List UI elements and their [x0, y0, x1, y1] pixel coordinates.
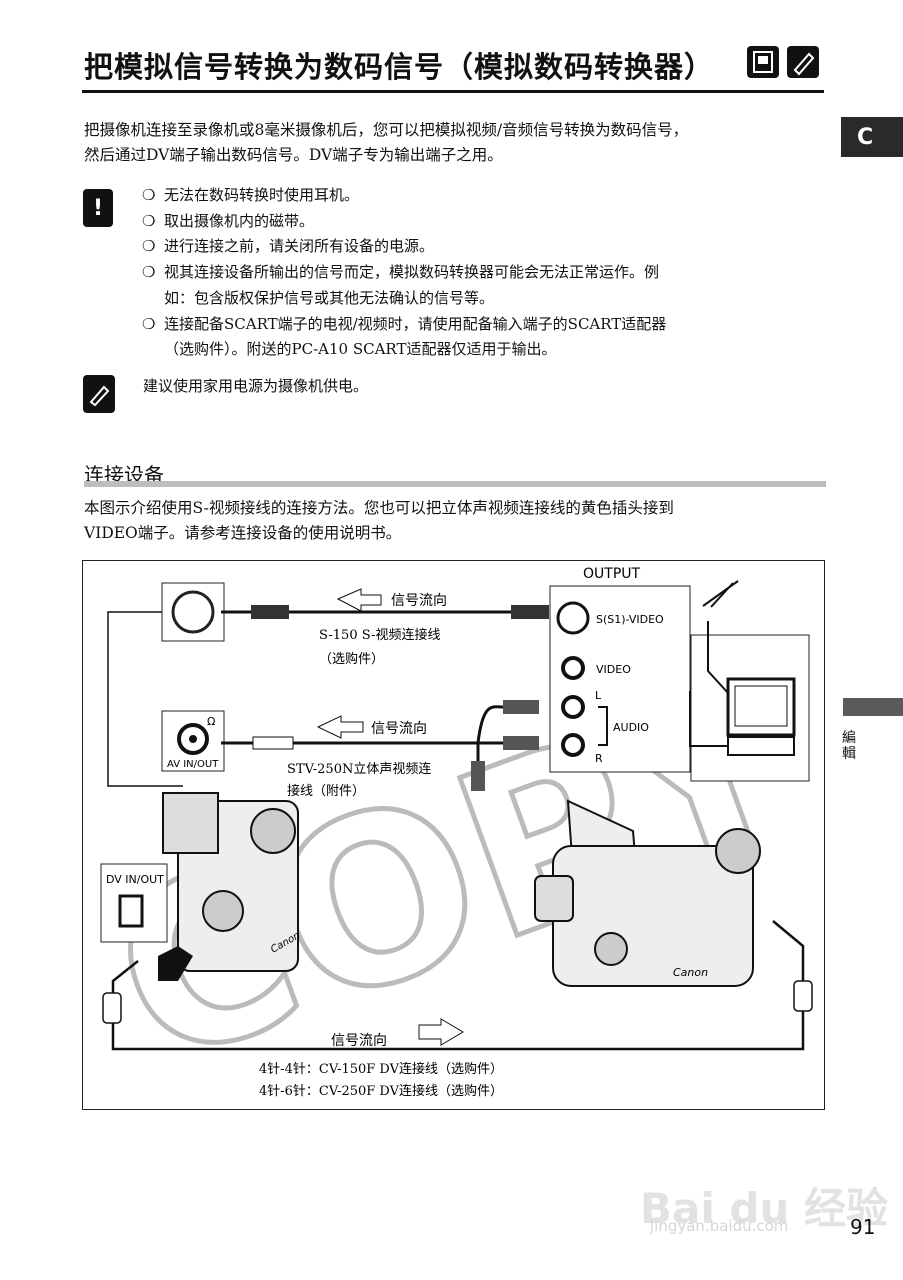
pointer-arrow — [158, 946, 193, 981]
flow-label-1: 信号流向 — [391, 593, 447, 609]
video-port-label: VIDEO — [596, 663, 631, 676]
list-item: （选购件）。附送的PC-A10 SCART适配器仅适用于输出。 — [164, 340, 557, 359]
av-in-out-label: AV IN/OUT — [167, 759, 219, 770]
side-tab-bar — [843, 698, 903, 716]
headphone-icon: Ω — [207, 715, 215, 728]
title-rule — [82, 90, 824, 93]
dv-in-out-label: DV IN/OUT — [106, 873, 164, 886]
connection-diagram: COPY Ω AV IN/OUT OUTPUT S(S1)-VIDEO VIDE… — [82, 560, 825, 1110]
card-icon — [787, 46, 819, 78]
caution-icon: ! — [83, 189, 113, 227]
tape-icon — [747, 46, 779, 78]
baidu-watermark-url: jingyan.baidu.com — [650, 1217, 789, 1235]
audio-label: AUDIO — [613, 721, 649, 734]
audio-r-label: R — [595, 752, 603, 765]
pencil-note-icon — [83, 375, 115, 413]
caution-list: ❍无法在数码转换时使用耳机。 ❍取出摄像机内的磁带。 ❍进行连接之前，请关闭所有… — [142, 183, 666, 363]
audio-l-label: L — [595, 689, 602, 702]
flow-arrow-right — [418, 1018, 464, 1046]
cable-stv-label: STV-250N立体声视频连 — [287, 761, 431, 777]
cable-stv-sub: 接线（附件） — [287, 783, 365, 799]
cable-s150-sub: （选购件） — [319, 651, 384, 667]
list-item: ❍连接配备SCART端子的电视/视频时，请使用配备输入端子的SCART适配器 — [142, 314, 667, 333]
s-video-plug-left — [251, 605, 289, 619]
camcorder-left: Canon — [162, 792, 302, 972]
flow-label-3: 信号流向 — [331, 1033, 387, 1049]
camcorder-right: Canon — [534, 799, 761, 987]
section-line: 本图示介绍使用S-视频接线的连接方法。您也可以把立体声视频连接线的黄色插头接到 — [84, 499, 674, 517]
section-rule — [84, 481, 826, 487]
list-item: ❍取出摄像机内的磁带。 — [142, 211, 315, 230]
dv-cable — [111, 920, 805, 1051]
s-video-input-jack — [171, 590, 215, 634]
s-video-plug-right — [511, 605, 549, 619]
intro-line: 然后通过DV端子输出数码信号。DV端子专为输出端子之用。 — [84, 146, 503, 164]
av-plug — [252, 736, 294, 750]
flow-arrow-left-2 — [316, 715, 364, 739]
s-video-port-label: S(S1)-VIDEO — [596, 613, 664, 626]
side-tab-label: 編輯 — [842, 730, 856, 762]
antenna-icon — [702, 580, 739, 694]
chapter-tab: C — [841, 117, 903, 157]
dv-port-icon — [118, 894, 144, 928]
baidu-watermark: Bai du 经验 — [640, 1184, 888, 1233]
intro-text: 把摄像机连接至录像机或8毫米摄像机后，您可以把模拟视频/音频信号转换为数码信号，… — [84, 118, 688, 168]
dv-cable-label-2: 4针-6针：CV-250F DV连接线（选购件） — [259, 1083, 503, 1099]
list-item: ❍进行连接之前，请关闭所有设备的电源。 — [142, 237, 435, 256]
brand-right: Canon — [673, 966, 708, 979]
list-item: 如：包含版权保护信号或其他无法确认的信号等。 — [164, 288, 495, 307]
cable-s150-label: S-150 S-视频连接线 — [319, 627, 441, 643]
section-line: VIDEO端子。请参考连接设备的使用说明书。 — [84, 524, 402, 542]
note-text: 建议使用家用电源为摄像机供电。 — [143, 377, 369, 395]
list-item: ❍视其连接设备所输出的信号而定，模拟数码转换器可能会无法正常运作。例 — [142, 263, 660, 282]
page-number: 91 — [850, 1215, 876, 1239]
flow-arrow-left-1 — [336, 588, 382, 612]
intro-line: 把摄像机连接至录像机或8毫米摄像机后，您可以把模拟视频/音频信号转换为数码信号， — [84, 121, 689, 139]
flow-label-2: 信号流向 — [371, 721, 427, 737]
output-label: OUTPUT — [583, 566, 641, 582]
list-item: ❍无法在数码转换时使用耳机。 — [142, 186, 360, 204]
section-text: 本图示介绍使用S-视频接线的连接方法。您也可以把立体声视频连接线的黄色插头接到 … — [84, 496, 674, 546]
dv-cable-label-1: 4针-4针：CV-150F DV连接线（选购件） — [259, 1061, 503, 1077]
page-title: 把模拟信号转换为数码信号（模拟数码转换器） — [84, 50, 715, 84]
